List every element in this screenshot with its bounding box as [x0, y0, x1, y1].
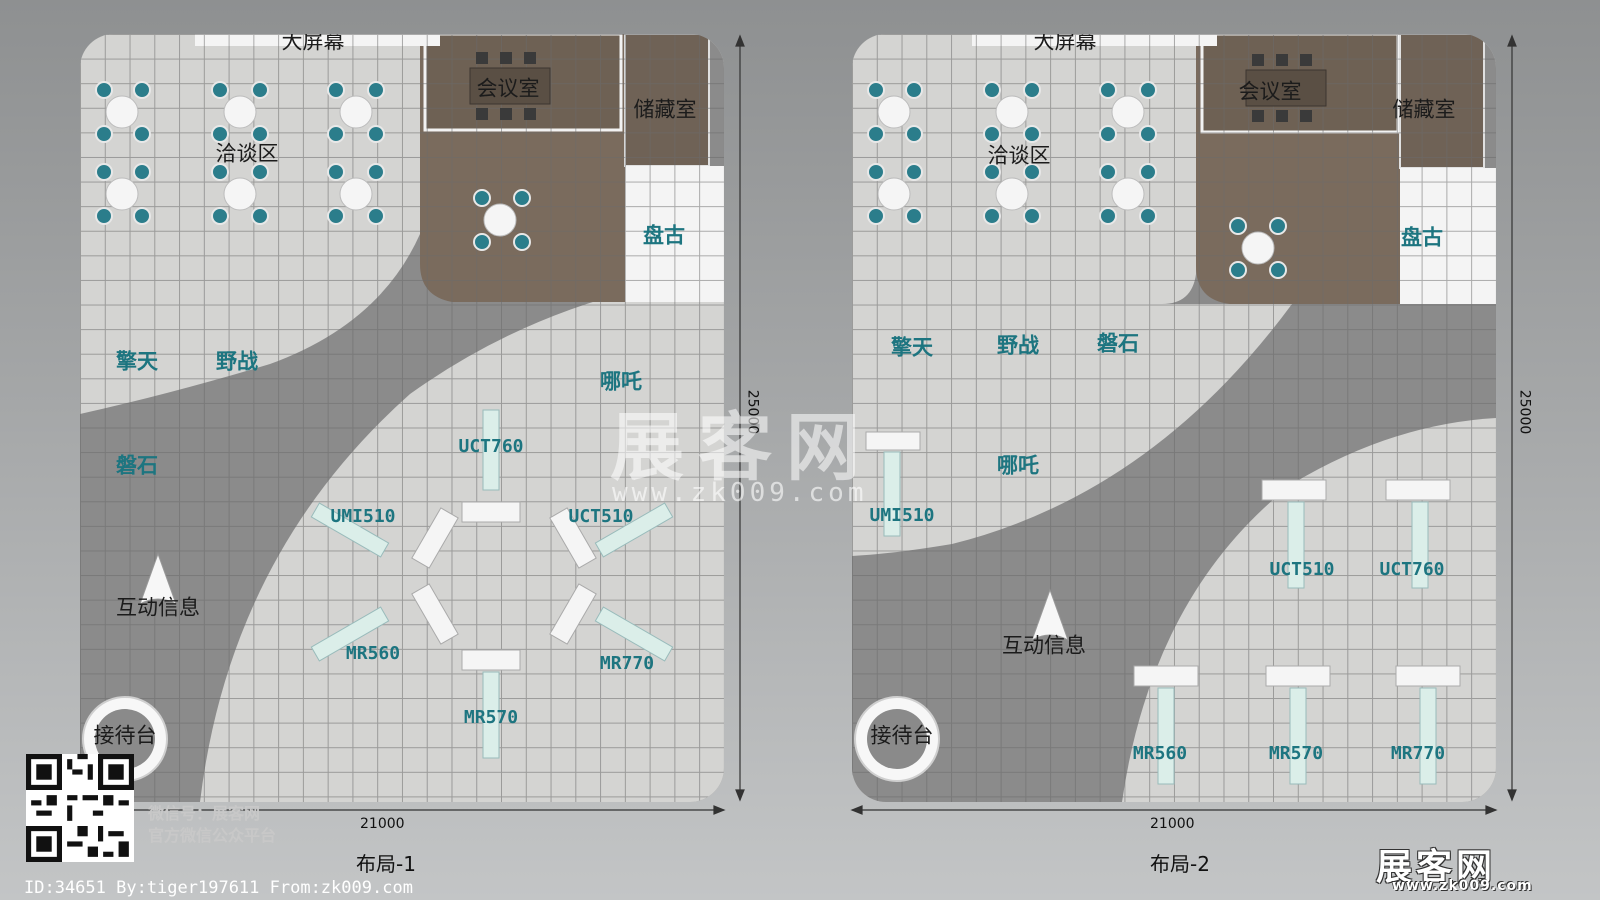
- furniture-layer: [854, 54, 1461, 785]
- qr-code: [26, 754, 134, 862]
- watermark-brand: 展客网: [610, 405, 874, 491]
- product-label: UCT510: [1269, 559, 1335, 580]
- label-nezha: 哪吒: [600, 369, 642, 394]
- product-label: MR570: [1268, 743, 1324, 764]
- label-storage-room: 储藏室: [633, 97, 697, 122]
- product-label: UCT510: [568, 506, 634, 527]
- label-negotiation-area: 洽谈区: [987, 143, 1051, 168]
- label-yezhan: 野战: [997, 333, 1039, 358]
- product-label: MR770: [599, 653, 655, 674]
- label-pangu: 盘古: [643, 223, 685, 248]
- height-dimension-2: 25000: [1516, 389, 1533, 435]
- product-label: UMI510: [330, 506, 396, 527]
- label-qingtian: 擎天: [891, 335, 933, 360]
- width-dimension-2: 21000: [1150, 816, 1195, 832]
- label-pangu: 盘古: [1401, 225, 1443, 250]
- label-meeting-room: 会议室: [1238, 79, 1302, 104]
- id-credit-line: ID:34651 By:tiger197611 From:zk009.com: [24, 878, 413, 898]
- product-label: MR770: [1390, 743, 1446, 764]
- product-label: UMI510: [869, 505, 935, 526]
- label-meeting-room: 会议室: [476, 76, 540, 101]
- layout-1-caption: 布局-1: [356, 852, 416, 876]
- label-panshi: 磐石: [1097, 331, 1139, 356]
- label-interactive-info: 互动信息: [1002, 633, 1086, 658]
- label-negotiation-area: 洽谈区: [215, 141, 279, 166]
- label-yezhan: 野战: [216, 349, 258, 374]
- product-label: UCT760: [1379, 559, 1445, 580]
- label-storage-room: 储藏室: [1392, 97, 1456, 122]
- label-reception: 接待台: [93, 723, 157, 748]
- product-label: UCT760: [458, 436, 524, 457]
- watermark-url: www.zk009.com: [612, 478, 868, 508]
- wechat-id-text: 微信号：展客网: [148, 804, 261, 823]
- width-dimension-1: 21000: [360, 816, 405, 832]
- wechat-platform-text: 官方微信公众平台: [148, 826, 277, 845]
- product-label: MR560: [345, 643, 401, 664]
- label-nezha: 哪吒: [997, 453, 1039, 478]
- label-big-screen: 大屏幕: [281, 34, 345, 54]
- layout-2-floorplan: 大屏幕 会议室 储藏室 洽谈区 盘古 擎天 野战 磐石 哪吒 互动信息 接待台 …: [852, 34, 1496, 802]
- brand-url: www.zk009.com: [1392, 878, 1533, 894]
- label-big-screen: 大屏幕: [1033, 34, 1097, 54]
- brand-logo: 展客网: [1376, 847, 1497, 888]
- label-qingtian: 擎天: [116, 349, 158, 374]
- layout-2-caption: 布局-2: [1150, 852, 1210, 876]
- product-label: MR560: [1132, 743, 1188, 764]
- label-interactive-info: 互动信息: [116, 595, 200, 620]
- label-reception: 接待台: [870, 723, 934, 748]
- label-panshi: 磐石: [116, 453, 158, 478]
- product-label: MR570: [463, 707, 519, 728]
